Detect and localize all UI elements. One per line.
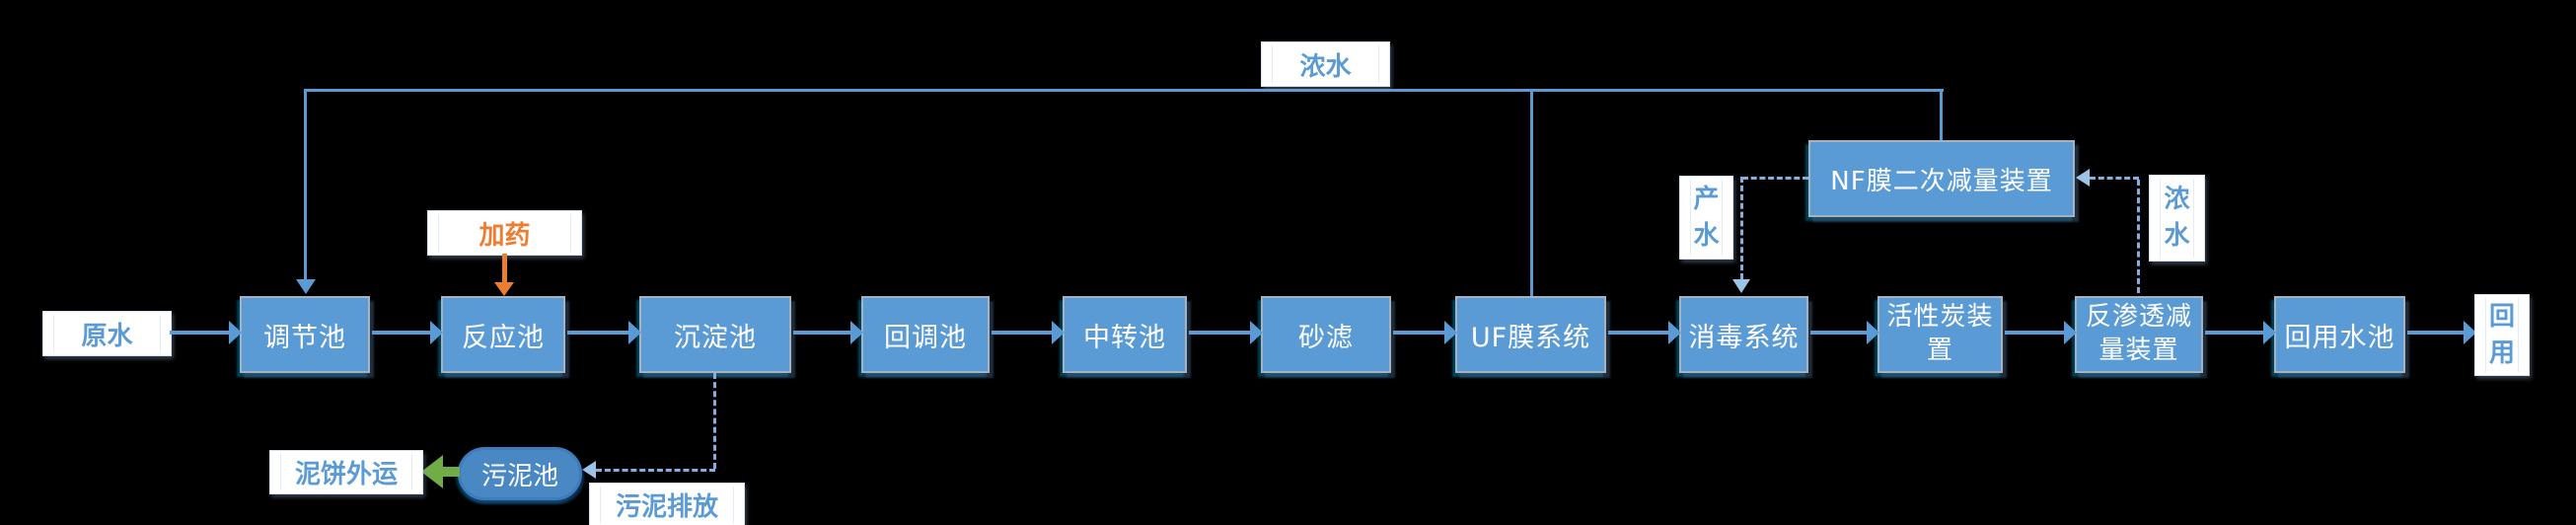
node-disinfection-system: 消毒系统	[1679, 296, 1808, 373]
node-ro-reduction-unit-label: 反渗透减量装置	[2085, 302, 2192, 365]
arrow-uf-to-disinfection	[1608, 321, 1681, 344]
concentrate-return-line	[304, 89, 1944, 92]
node-activated-carbon-unit: 活性炭装置	[1877, 296, 2003, 373]
label-sludge-cake-out: 泥饼外运	[269, 450, 423, 494]
node-activated-carbon-unit-label: 活性炭装置	[1886, 302, 1994, 365]
node-sludge-tank: 污泥池	[458, 447, 582, 500]
ro-concentrate-dash-v	[2137, 180, 2140, 293]
label-product-water: 产水	[1679, 176, 1733, 260]
arrow-transfer-to-sandfilter	[1189, 321, 1263, 344]
arrow-sandfilter-to-uf	[1393, 321, 1457, 344]
node-sand-filter-label: 砂滤	[1298, 322, 1354, 353]
node-transfer-tank: 中转池	[1063, 296, 1187, 373]
label-concentrate-top-text: 浓水	[1299, 51, 1352, 82]
node-regulation-tank-label: 调节池	[263, 322, 346, 353]
node-sedimentation-tank-label: 沉淀池	[674, 322, 757, 353]
label-dosing: 加药	[427, 210, 582, 256]
arrow-disinfection-to-carbon	[1810, 321, 1879, 344]
arrow-ro-to-reusetank	[2205, 321, 2276, 344]
node-reuse-water-tank-label: 回用水池	[2284, 322, 2395, 353]
node-regulation-tank: 调节池	[240, 296, 370, 373]
nf-concentrate-riser	[1940, 89, 1943, 142]
node-reaction-tank: 反应池	[441, 296, 565, 373]
sludge-cake-arrow-stem	[442, 467, 460, 477]
node-sand-filter: 砂滤	[1261, 296, 1391, 373]
sludge-dash-h	[596, 469, 715, 472]
node-sludge-tank-label: 污泥池	[480, 461, 558, 491]
node-readjust-tank: 回调池	[861, 296, 990, 373]
sludge-dash-v	[713, 373, 716, 469]
node-nf-secondary-reduction-unit: NF膜二次减量装置	[1808, 140, 2075, 217]
node-reuse-water-tank: 回用水池	[2274, 296, 2405, 373]
arrow-reusetank-to-reuse	[2407, 321, 2476, 344]
concentrate-drop-to-regulation	[304, 89, 307, 279]
arrow-carbon-to-ro	[2005, 321, 2077, 344]
nf-product-water-dash-h	[1742, 177, 1808, 180]
arrow-sedimentation-to-readjust	[793, 321, 863, 344]
label-sludge-cake-out-text: 泥饼外运	[294, 460, 398, 489]
arrow-regulation-to-reaction	[372, 321, 443, 344]
sludge-cake-arrowhead	[421, 455, 443, 488]
ro-concentrate-arrowhead	[2076, 169, 2090, 187]
arrow-rawwater-to-regulation	[170, 321, 242, 344]
label-raw-water-text: 原水	[81, 321, 133, 351]
dosing-arrowhead	[494, 282, 514, 296]
arrowhead-into-regulation	[296, 279, 316, 294]
label-sludge-discharge: 污泥排放	[589, 483, 745, 525]
dosing-arrow-stem	[502, 254, 507, 283]
label-reuse-text: 回用	[2488, 301, 2515, 368]
node-nf-secondary-reduction-unit-label: NF膜二次减量装置	[1830, 166, 2053, 196]
label-reuse: 回用	[2474, 294, 2530, 376]
label-concentrate-right-text: 浓水	[2164, 185, 2190, 251]
arrow-readjust-to-transfer	[992, 321, 1065, 344]
node-ro-reduction-unit: 反渗透减量装置	[2075, 296, 2203, 373]
ro-concentrate-dash-h	[2090, 177, 2139, 180]
label-raw-water: 原水	[42, 311, 172, 356]
uf-concentrate-riser	[1530, 89, 1533, 298]
label-dosing-text: 加药	[478, 220, 531, 251]
nf-product-water-dash-v	[1740, 177, 1743, 279]
node-readjust-tank-label: 回调池	[884, 322, 967, 353]
label-product-water-text: 产水	[1693, 184, 1720, 251]
arrow-reaction-to-sedimentation	[567, 321, 641, 344]
product-water-arrowhead	[1732, 279, 1750, 293]
node-sedimentation-tank: 沉淀池	[639, 296, 791, 373]
label-concentrate-right: 浓水	[2149, 175, 2205, 262]
node-reaction-tank-label: 反应池	[462, 322, 545, 353]
node-transfer-tank-label: 中转池	[1083, 322, 1166, 353]
node-uf-membrane-system: UF膜系统	[1455, 296, 1606, 373]
node-disinfection-system-label: 消毒系统	[1688, 322, 1800, 353]
label-sludge-discharge-text: 污泥排放	[615, 492, 718, 522]
label-concentrate-top: 浓水	[1261, 41, 1390, 87]
node-uf-membrane-system-label: UF膜系统	[1470, 322, 1591, 353]
sludge-arrowhead	[582, 461, 596, 479]
